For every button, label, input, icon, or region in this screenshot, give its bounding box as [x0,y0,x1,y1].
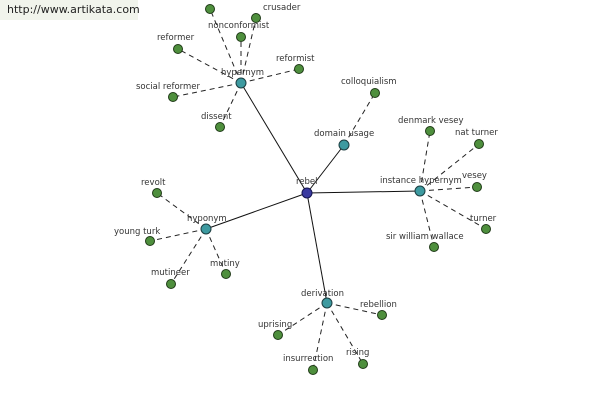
leaf-node[interactable] [145,236,155,246]
leaf-label: rising [346,348,369,358]
edge-instance [306,190,421,194]
leaf-label: colloquialism [341,77,397,87]
edge-leaf [240,17,257,84]
edge-leaf [149,228,207,242]
leaf-label: uprising [258,320,292,330]
edge-leaf [209,8,242,84]
leaf-node[interactable] [168,92,178,102]
hub-node-instance[interactable] [414,185,426,197]
leaf-node[interactable] [358,359,368,369]
leaf-node[interactable] [273,330,283,340]
hub-node-hypernym[interactable] [235,77,247,89]
leaf-label: sir william wallace [386,232,464,242]
leaf-label: reformist [276,54,315,64]
leaf-label: mutineer [151,268,190,278]
leaf-node[interactable] [221,269,231,279]
leaf-node[interactable] [472,182,482,192]
hub-label-domain: domain usage [314,129,374,139]
leaf-label: dissent [201,112,232,122]
hub-label-hypernym: hypernym [221,68,264,78]
edge-leaf [419,190,487,230]
hub-node-derivation[interactable] [321,297,333,309]
leaf-label: crusader [263,3,301,13]
leaf-label: nat turner [455,128,498,138]
leaf-node[interactable] [152,188,162,198]
leaf-label: denmark vesey [398,116,464,126]
hub-node-domain[interactable] [338,139,350,151]
leaf-node[interactable] [215,122,225,132]
leaf-node[interactable] [429,242,439,252]
edge-leaf [240,68,300,84]
edge-leaf [326,302,364,365]
leaf-label: young turk [114,227,160,237]
edge-hypernym [240,82,308,194]
leaf-label: rebellion [360,300,397,310]
leaf-node[interactable] [173,44,183,54]
leaf-label: social reformer [136,82,201,92]
leaf-node[interactable] [236,32,246,42]
edge-derivation [306,192,328,304]
leaf-label: reformer [157,33,195,43]
leaf-node[interactable] [377,310,387,320]
site-watermark[interactable]: http://www.artikata.com [0,0,140,20]
edge-hyponym [205,192,308,230]
edge-leaf [219,82,242,128]
center-node[interactable] [301,187,313,199]
hub-node-hyponym[interactable] [200,223,212,235]
edge-leaf [419,190,435,248]
edge-leaf [177,48,242,84]
edge-leaf [170,228,207,285]
leaf-node[interactable] [481,224,491,234]
leaf-node[interactable] [251,13,261,23]
leaf-label: vesey [462,171,487,181]
edge-leaf [419,130,431,192]
leaf-node[interactable] [370,88,380,98]
leaf-label: nonconformist [208,21,270,31]
center-node-label: rebel [296,177,318,187]
edge-leaf [343,92,376,146]
leaf-label: insurrection [283,354,333,364]
hub-label-instance: instance hypernym [380,176,462,186]
edge-leaf [326,302,383,316]
leaf-node[interactable] [425,126,435,136]
edge-leaf [156,192,207,230]
hub-label-hyponym: hyponym [187,214,227,224]
edge-leaf [419,186,478,192]
edge-domain [306,144,345,194]
hub-label-derivation: derivation [301,289,344,299]
edge-leaf [419,143,480,192]
leaf-label: turner [470,214,497,224]
leaf-node[interactable] [294,64,304,74]
edge-leaf [312,302,328,371]
leaf-node[interactable] [474,139,484,149]
leaf-node[interactable] [308,365,318,375]
leaf-label: revolt [141,178,166,188]
edge-leaf [277,302,328,336]
leaf-node[interactable] [166,279,176,289]
edge-leaf [172,82,242,98]
leaf-node[interactable] [205,4,215,14]
leaf-label: mutiny [210,259,240,269]
